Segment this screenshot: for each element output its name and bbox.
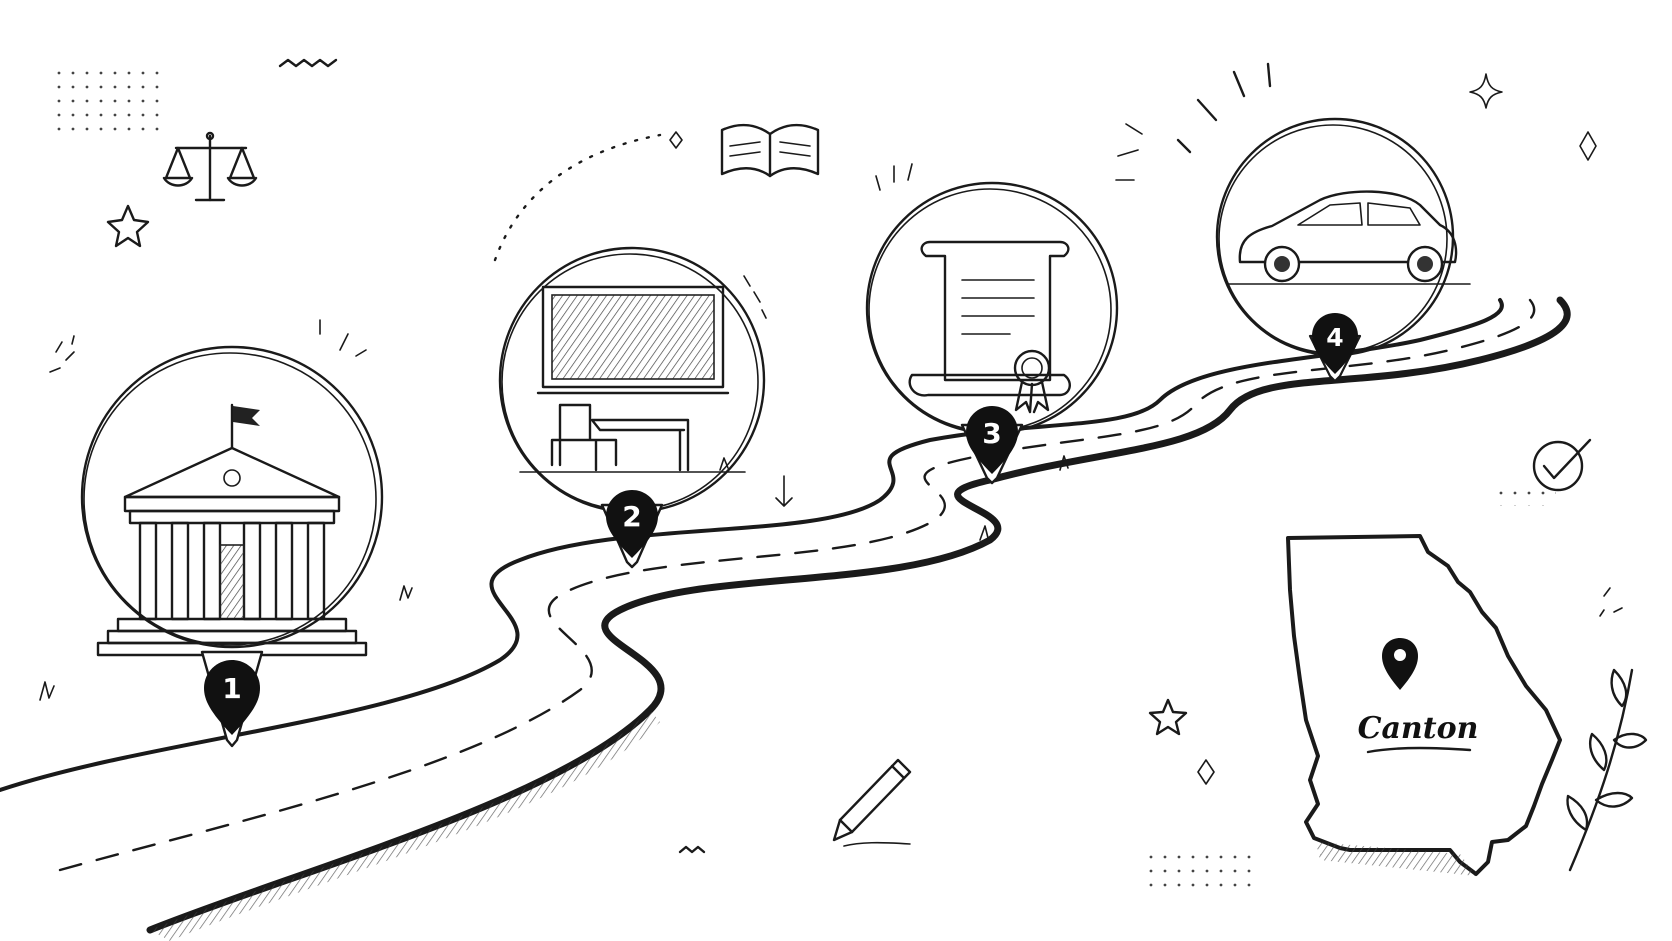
- location-pin-icon: [1382, 638, 1418, 690]
- checkmark-circle-icon: [1532, 438, 1592, 492]
- milestone-3: 3: [865, 181, 1119, 485]
- city-label: Canton: [1358, 711, 1479, 746]
- map-pin-2: 2: [600, 490, 664, 569]
- shine-lines: [1176, 62, 1272, 154]
- milestone-4-number: 4: [1326, 323, 1343, 352]
- pencil-icon: [832, 758, 912, 847]
- milestone-2: 2: [498, 246, 766, 569]
- scales-of-justice-icon: [162, 131, 258, 202]
- winding-road: [0, 296, 1571, 941]
- star-icon: [106, 204, 1188, 736]
- milestone-4: 4: [1176, 62, 1471, 383]
- map-pin-4: 4: [1308, 313, 1362, 383]
- milestone-1-number: 1: [222, 672, 241, 705]
- classroom-icon: [519, 285, 746, 473]
- milestone-3-number: 3: [982, 417, 1001, 450]
- dotted-arc: [493, 133, 662, 262]
- courthouse-icon: [96, 403, 368, 657]
- milestone-1: 1: [80, 345, 384, 748]
- milestone-2-number: 2: [622, 500, 641, 533]
- accent-ticks: [49, 123, 1623, 617]
- map-pin-1: 1: [200, 650, 264, 748]
- dot-grid-decoration: [48, 64, 1556, 896]
- car-icon: [1227, 190, 1471, 285]
- certificate-scroll-icon: [908, 240, 1071, 414]
- map-pin-3: 3: [960, 406, 1024, 485]
- georgia-state-map: Canton: [1286, 534, 1562, 876]
- squiggle-icon: [278, 58, 706, 854]
- open-book-icon: [720, 123, 820, 178]
- sparkle-icon: [669, 73, 1597, 785]
- laurel-branch-icon: [1566, 668, 1648, 872]
